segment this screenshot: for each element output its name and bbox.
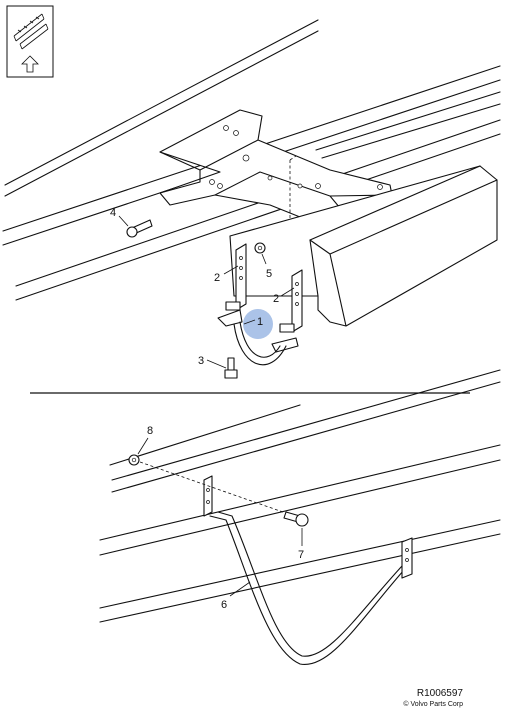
callout-4: 4 [110,207,129,227]
callout-3: 3 [198,355,227,369]
tank-strap-upper [217,309,299,366]
callout-1: 1 [243,316,263,328]
nut-8 [128,454,140,466]
callout-5: 5 [261,253,272,280]
strap-bracket-right [279,269,303,333]
washer-5 [254,242,266,254]
callout-label-2-right: 2 [273,293,279,305]
highlight-marker [243,309,273,339]
fastener-axis-line [139,461,301,519]
callout-label-7: 7 [298,549,304,561]
callout-label-1: 1 [257,316,263,328]
callout-label-6: 6 [221,599,227,611]
callout-7: 7 [298,528,304,561]
bolt-7 [283,511,309,527]
callout-label-4: 4 [110,207,116,219]
copyright-notice: © Volvo Parts Corp [403,701,463,708]
callout-label-2-left: 2 [214,272,220,284]
drawing-reference-number: R1006597 [416,688,463,699]
bolt-4 [126,219,153,238]
vehicle-front-direction-icon [6,5,54,78]
lower-frame-rails [99,369,501,623]
callout-8: 8 [137,425,153,455]
bolt-3 [224,357,238,379]
callout-2-left: 2 [214,265,239,284]
callout-2-right: 2 [273,287,295,305]
callout-6: 6 [221,581,251,611]
callout-label-5: 5 [266,268,272,280]
callout-label-8: 8 [147,425,153,437]
strap-bracket-left [225,243,247,311]
callout-label-3: 3 [198,355,204,367]
tank-strap-lower [203,475,413,665]
